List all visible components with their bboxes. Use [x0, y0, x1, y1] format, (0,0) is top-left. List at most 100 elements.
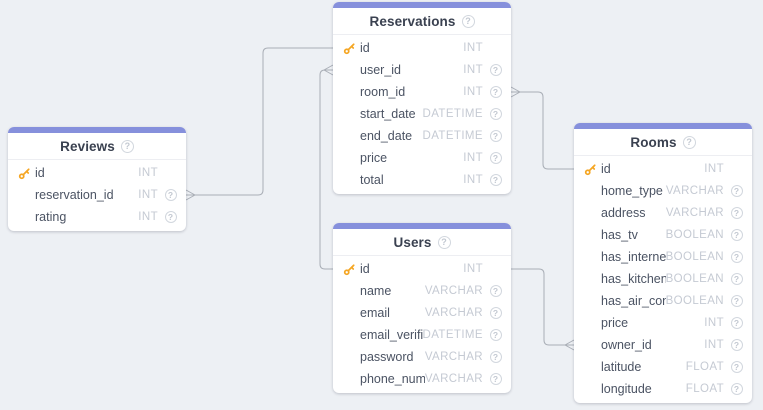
column-name: user_id	[360, 63, 463, 77]
column-help-icon[interactable]: ?	[731, 185, 743, 197]
column-help-icon[interactable]: ?	[731, 273, 743, 285]
table-help-icon[interactable]: ?	[121, 140, 134, 153]
table-column-row[interactable]: rating INT ?	[8, 206, 186, 228]
column-help-icon[interactable]: ?	[165, 189, 177, 201]
column-help-slot: ?	[489, 42, 502, 54]
crow-foot-marker	[324, 65, 333, 70]
relationship-line[interactable]	[186, 48, 333, 200]
table-column-row[interactable]: start_date DATETIME ?	[333, 103, 511, 125]
table-header[interactable]: Reservations ?	[333, 8, 511, 35]
table-column-row[interactable]: has_internet BOOLEAN ?	[574, 246, 752, 268]
column-help-slot: ?	[730, 383, 743, 395]
column-name: start_date	[360, 107, 423, 121]
relationship-line[interactable]	[511, 87, 574, 169]
table-column-row[interactable]: home_type VARCHAR ?	[574, 180, 752, 202]
column-help-icon[interactable]: ?	[490, 373, 502, 385]
column-help-slot: ?	[489, 108, 502, 120]
primary-key-icon	[343, 64, 360, 77]
relationship-line[interactable]	[320, 65, 333, 269]
table-column-row[interactable]: reservation_id INT ?	[8, 184, 186, 206]
column-type: VARCHAR	[425, 351, 483, 363]
table-title: Users	[393, 235, 431, 250]
column-help-icon[interactable]: ?	[490, 307, 502, 319]
table-column-row[interactable]: name VARCHAR ?	[333, 280, 511, 302]
column-help-slot: ?	[489, 130, 502, 142]
column-type: INT	[463, 174, 483, 186]
column-type: BOOLEAN	[666, 295, 724, 307]
table-column-row[interactable]: latitude FLOAT ?	[574, 356, 752, 378]
table-column-row[interactable]: price INT ?	[333, 147, 511, 169]
column-help-slot: ?	[164, 211, 177, 223]
column-help-slot: ?	[164, 189, 177, 201]
table-column-row[interactable]: address VARCHAR ?	[574, 202, 752, 224]
column-type: BOOLEAN	[666, 251, 724, 263]
table-card-rooms[interactable]: Rooms ? id INT ?	[574, 123, 752, 403]
table-title: Rooms	[630, 135, 676, 150]
table-help-icon[interactable]: ?	[462, 15, 475, 28]
table-body: id INT ? name VARCHAR ?	[333, 256, 511, 393]
column-type: BOOLEAN	[666, 273, 724, 285]
table-body: id INT ? reservation_id INT ?	[8, 160, 186, 231]
table-column-row[interactable]: room_id INT ?	[333, 81, 511, 103]
table-help-icon[interactable]: ?	[438, 236, 451, 249]
column-help-icon[interactable]: ?	[490, 108, 502, 120]
table-column-row[interactable]: id INT ?	[8, 162, 186, 184]
column-help-icon[interactable]: ?	[731, 295, 743, 307]
column-help-slot: ?	[730, 251, 743, 263]
table-column-row[interactable]: password VARCHAR ?	[333, 346, 511, 368]
column-help-icon[interactable]: ?	[490, 86, 502, 98]
table-help-icon[interactable]: ?	[683, 136, 696, 149]
table-column-row[interactable]: email_verified_ DATETIME ?	[333, 324, 511, 346]
column-help-icon[interactable]: ?	[731, 229, 743, 241]
column-help-icon[interactable]: ?	[731, 361, 743, 373]
table-column-row[interactable]: email VARCHAR ?	[333, 302, 511, 324]
primary-key-icon	[343, 285, 360, 298]
table-column-row[interactable]: has_tv BOOLEAN ?	[574, 224, 752, 246]
column-name: name	[360, 284, 425, 298]
table-column-row[interactable]: price INT ?	[574, 312, 752, 334]
column-help-slot: ?	[730, 273, 743, 285]
column-help-icon[interactable]: ?	[490, 152, 502, 164]
column-help-icon[interactable]: ?	[490, 329, 502, 341]
column-help-icon[interactable]: ?	[731, 251, 743, 263]
table-header[interactable]: Users ?	[333, 229, 511, 256]
table-header[interactable]: Rooms ?	[574, 129, 752, 156]
column-help-icon[interactable]: ?	[490, 174, 502, 186]
table-column-row[interactable]: phone_numbe VARCHAR ?	[333, 368, 511, 390]
column-name: total	[360, 173, 463, 187]
column-type: INT	[138, 211, 158, 223]
column-help-slot: ?	[730, 295, 743, 307]
column-help-icon[interactable]: ?	[731, 339, 743, 351]
column-help-icon[interactable]: ?	[731, 207, 743, 219]
column-type: INT	[138, 167, 158, 179]
table-column-row[interactable]: owner_id INT ?	[574, 334, 752, 356]
column-help-icon[interactable]: ?	[490, 64, 502, 76]
table-column-row[interactable]: id INT ?	[333, 258, 511, 280]
primary-key-icon	[584, 295, 601, 308]
column-help-slot: ?	[730, 361, 743, 373]
table-column-row[interactable]: id INT ?	[574, 158, 752, 180]
table-column-row[interactable]: has_kitchen BOOLEAN ?	[574, 268, 752, 290]
table-column-row[interactable]: user_id INT ?	[333, 59, 511, 81]
column-help-icon[interactable]: ?	[731, 317, 743, 329]
table-column-row[interactable]: longitude FLOAT ?	[574, 378, 752, 400]
column-type: DATETIME	[423, 108, 484, 120]
table-header[interactable]: Reviews ?	[8, 133, 186, 160]
table-card-reservations[interactable]: Reservations ? id INT ?	[333, 2, 511, 194]
table-card-reviews[interactable]: Reviews ? id INT ?	[8, 127, 186, 231]
column-help-icon[interactable]: ?	[490, 130, 502, 142]
table-card-users[interactable]: Users ? id INT ?	[333, 223, 511, 393]
column-help-icon[interactable]: ?	[731, 383, 743, 395]
table-column-row[interactable]: end_date DATETIME ?	[333, 125, 511, 147]
table-column-row[interactable]: id INT ?	[333, 37, 511, 59]
column-help-icon[interactable]: ?	[490, 351, 502, 363]
column-help-icon[interactable]: ?	[490, 285, 502, 297]
relationship-line[interactable]	[511, 269, 574, 350]
column-help-slot: ?	[489, 152, 502, 164]
column-help-icon[interactable]: ?	[165, 211, 177, 223]
column-name: address	[601, 206, 666, 220]
table-column-row[interactable]: has_air_con BOOLEAN ?	[574, 290, 752, 312]
column-type: VARCHAR	[425, 307, 483, 319]
table-column-row[interactable]: total INT ?	[333, 169, 511, 191]
